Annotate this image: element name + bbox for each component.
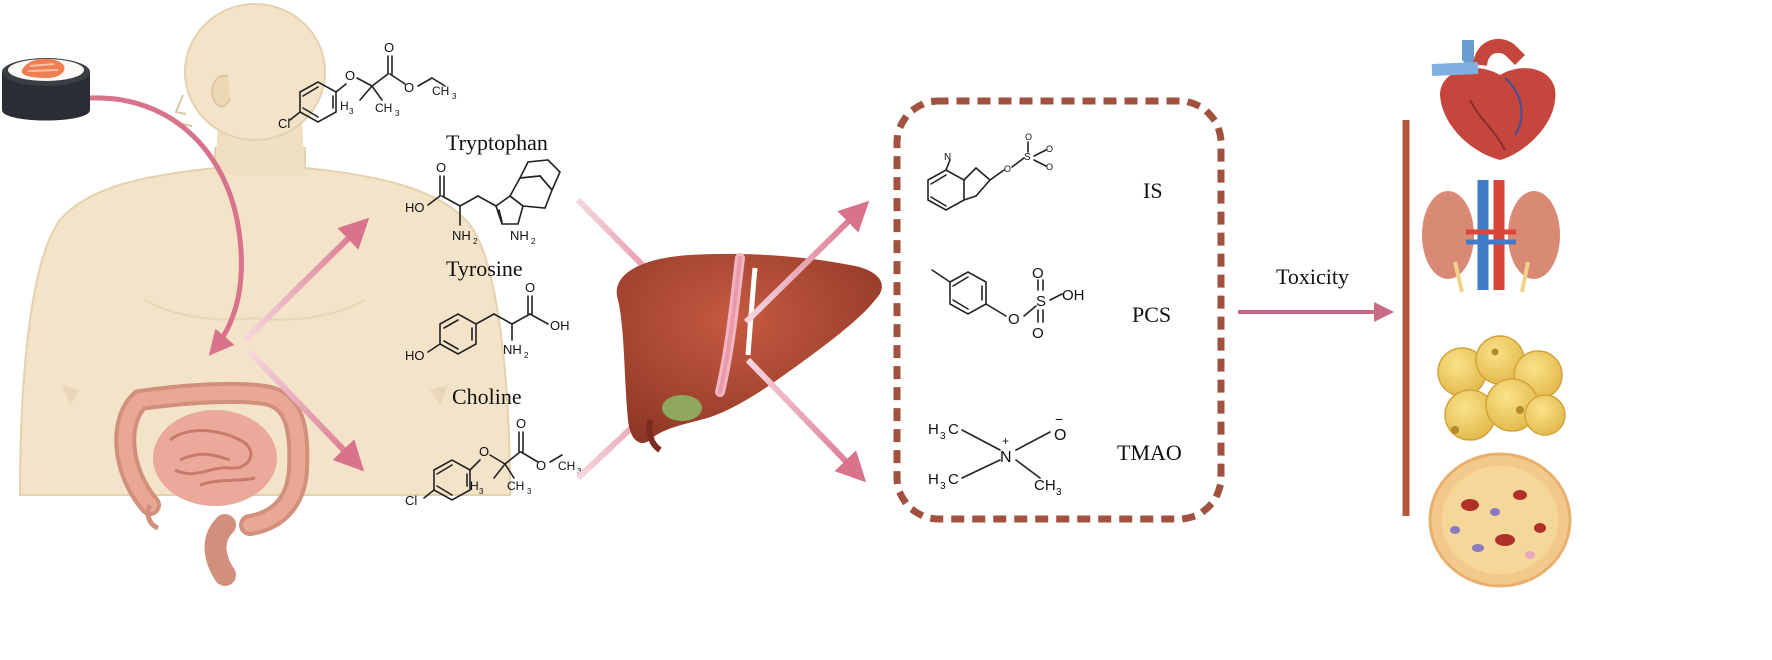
- gut-to-circulation-arrow-down: [247, 349, 365, 472]
- toxicity-label: Toxicity: [1276, 264, 1349, 289]
- atom-charge-minus: −: [1055, 411, 1063, 427]
- atom-h3c-label: H: [928, 421, 939, 438]
- atom-h3c-label: H: [928, 471, 939, 488]
- atom-n-label: N: [944, 152, 951, 163]
- atom-subscript: 3: [527, 487, 532, 496]
- atom-o-label: O: [1046, 144, 1053, 154]
- atom-subscript: 2: [524, 351, 529, 360]
- ingestion-arrow: [89, 95, 244, 356]
- atom-o-label: O: [516, 416, 526, 431]
- atom-subscript: 2: [531, 237, 536, 246]
- atom-subscript: 3: [1056, 487, 1062, 498]
- atom-o-label: O: [479, 444, 489, 459]
- intestine-icon: [114, 381, 310, 586]
- atom-ho-label: HO: [405, 200, 425, 215]
- atom-cl-label: Cl: [278, 116, 290, 131]
- atom-o-label: O: [404, 80, 414, 95]
- kidney-icon: [1422, 180, 1560, 293]
- atom-n-label: N: [1000, 449, 1012, 466]
- atom-nh2-label: NH: [452, 228, 471, 243]
- atom-nh2-label: NH: [503, 342, 522, 357]
- atom-ch3-label: CH: [432, 84, 449, 98]
- tryptophan-label: Tryptophan: [446, 130, 548, 155]
- tyrosine-structure: HO NH 2 O OH: [405, 280, 570, 363]
- atom-subscript: 3: [479, 487, 484, 496]
- atom-o-label: O: [1032, 265, 1044, 282]
- atom-ch3-label: CH: [558, 459, 575, 473]
- precursor-molecule-top: Cl O O O CH 3 H 3 CH 3: [278, 40, 457, 131]
- atom-c-suffix: C: [948, 421, 959, 438]
- atom-subscript: 3: [940, 431, 946, 442]
- atom-subscript: 3: [452, 92, 457, 101]
- atom-s-label: S: [1024, 152, 1031, 163]
- atom-o-label: O: [536, 458, 546, 473]
- atom-h3c-label: H: [470, 479, 479, 493]
- pcs-structure: O S O O OH: [931, 265, 1085, 342]
- atom-ch3-label: CH: [375, 101, 392, 115]
- tryptophan-structure: HO O NH 2 NH 2: [405, 159, 561, 246]
- is-label: IS: [1143, 178, 1163, 203]
- atom-o-label: O: [436, 160, 446, 175]
- liver-to-is-arrow: [743, 200, 870, 325]
- atom-ch3-label: CH: [507, 479, 524, 493]
- choline-label: Choline: [452, 384, 522, 409]
- tyrosine-label: Tyrosine: [446, 256, 523, 281]
- atom-s-label: S: [1036, 293, 1046, 310]
- atom-nh2-label: NH: [510, 228, 529, 243]
- atom-subscript: 3: [577, 467, 582, 476]
- atom-c-suffix: C: [948, 471, 959, 488]
- atom-o-label: O: [345, 68, 355, 83]
- uremic-toxin-box: [893, 97, 1225, 523]
- human-torso-icon: [18, 3, 512, 496]
- tmao-structure: H 3 C H 3 C N + O − CH 3: [928, 411, 1066, 498]
- choline-structure: Cl O O O CH 3 H 3 CH 3: [405, 416, 582, 508]
- atom-o-label: O: [1004, 164, 1011, 174]
- atom-subscript: 3: [395, 109, 400, 118]
- tmao-label: TMAO: [1117, 440, 1182, 465]
- atom-o-label: O: [1025, 132, 1032, 142]
- gut-to-circulation-arrow-up: [242, 217, 370, 343]
- atom-o-label: O: [1032, 325, 1044, 342]
- liver-icon: [616, 253, 882, 453]
- pcs-label: PCS: [1132, 302, 1171, 327]
- atom-o-label: O: [1008, 311, 1020, 328]
- atom-h3c-label: H: [340, 99, 349, 113]
- heart-icon: [1431, 38, 1556, 160]
- adipocyte-icon: [1437, 335, 1566, 441]
- bone-marrow-icon: [1428, 452, 1572, 588]
- sushi-roll-icon: [2, 58, 90, 121]
- atom-o-label: O: [1054, 427, 1066, 444]
- atom-subscript: 3: [349, 107, 354, 116]
- atom-subscript: 3: [940, 481, 946, 492]
- atom-ch3-label: CH: [1034, 477, 1056, 494]
- atom-subscript: 2: [473, 237, 478, 246]
- atom-ho-label: HO: [405, 348, 425, 363]
- atom-o-label: O: [384, 40, 394, 55]
- atom-charge-plus: +: [1002, 434, 1009, 448]
- atom-cl-label: Cl: [405, 493, 417, 508]
- atom-o-label: O: [1046, 162, 1053, 172]
- liver-to-tmao-arrow: [745, 357, 867, 483]
- is-structure: N O S O O O: [927, 132, 1053, 211]
- atom-o-label: O: [525, 280, 535, 295]
- atom-oh-label: OH: [550, 318, 570, 333]
- atom-oh-label: OH: [1062, 287, 1085, 304]
